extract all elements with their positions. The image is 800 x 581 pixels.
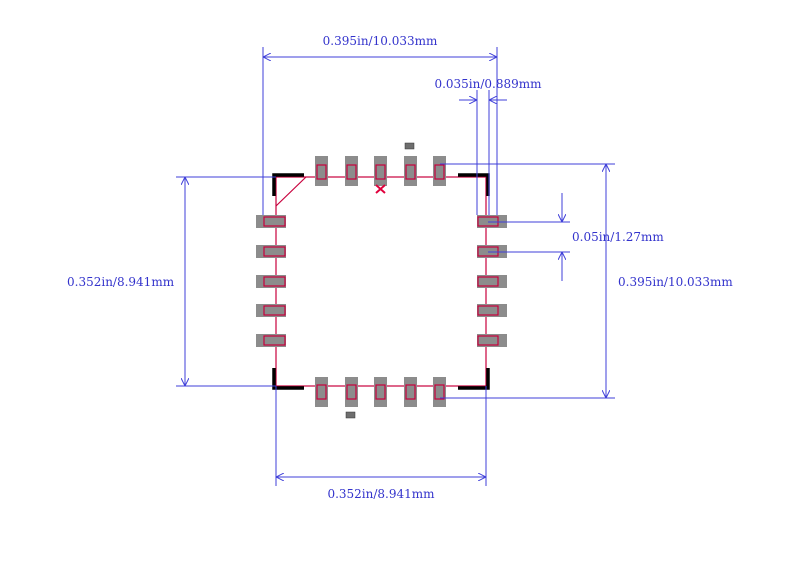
pad-left-4-outline [263,305,286,316]
fiducial-bottom [345,411,356,419]
component-body-outline [275,176,487,387]
dimension-right-height: 0.395in/10.033mm [440,163,733,399]
pad-top-1-outline [316,164,327,180]
pin1-bevel [275,176,307,207]
origin-marker [375,184,386,194]
dimension-left-height: 0.352in/8.941mm [67,176,276,387]
pad-right-3 [477,275,507,288]
pad-right-5-outline [477,335,499,346]
pad-bottom-3-outline [375,384,386,400]
pad-left-3-outline [263,276,286,287]
dimension-bottom-width: 0.352in/8.941mm [275,386,487,501]
pad-bottom-1-outline [316,384,327,400]
fiducial-top [404,142,415,150]
pads-group [256,156,507,407]
pad-left-1-outline [263,216,286,227]
dimension-pitch-vertical-label: 0.05in/1.27mm [572,230,664,244]
dimension-pitch-vertical: 0.05in/1.27mm [488,193,664,281]
pad-bottom-2-outline [346,384,357,400]
dimension-right-height-label: 0.395in/10.033mm [618,275,733,289]
dimension-pitch-horizontal-label: 0.035in/0.889mm [434,77,542,91]
pad-bottom-5-outline [434,384,445,400]
pad-top-4-outline [405,164,416,180]
pad-right-3-outline [477,276,499,287]
pad-right-5 [477,334,507,347]
pad-top-5-outline [434,164,445,180]
dimension-pitch-horizontal: 0.035in/0.889mm [434,77,542,215]
pad-bottom-4-outline [405,384,416,400]
dimension-top-width-label: 0.395in/10.033mm [323,34,438,48]
dimension-top-width: 0.395in/10.033mm [262,34,498,215]
dimension-left-height-label: 0.352in/8.941mm [67,275,175,289]
silkscreen [272,173,490,390]
pad-left-2-outline [263,246,286,257]
pad-right-4-outline [477,305,499,316]
pad-left-5-outline [263,335,286,346]
pad-top-3-outline [375,164,386,180]
pad-top-2-outline [346,164,357,180]
dimension-bottom-width-label: 0.352in/8.941mm [327,487,435,501]
pad-right-4 [477,304,507,317]
